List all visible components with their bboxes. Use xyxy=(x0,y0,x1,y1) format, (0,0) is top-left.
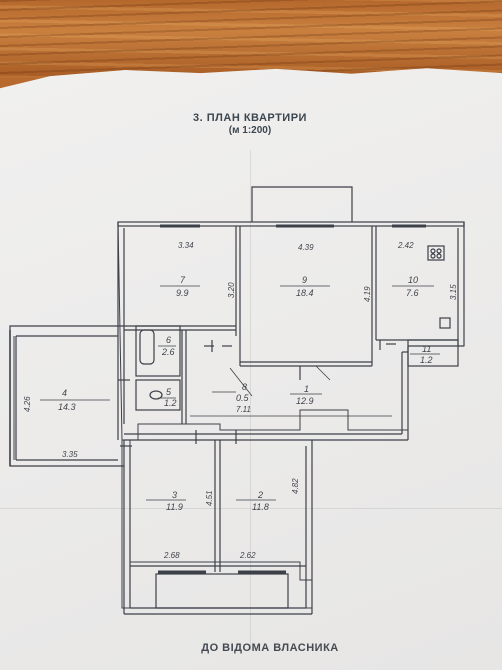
dim-room3-width: 2.68 xyxy=(163,551,180,560)
footer-note: ДО ВІДОМА ВЛАСНИКА xyxy=(201,642,339,654)
top-niche-outline xyxy=(251,186,353,222)
dim-room2-depth: 4.82 xyxy=(291,478,300,494)
dim-room7-depth: 3.20 xyxy=(227,282,236,298)
room-3-number: 3 xyxy=(172,490,177,500)
room-11-area: 1.2 xyxy=(420,355,433,365)
room-10-number: 10 xyxy=(408,275,418,285)
room-3-area: 11.9 xyxy=(166,502,183,512)
room-8-area: 0.5 xyxy=(236,393,250,403)
room-2-number: 2 xyxy=(257,490,263,500)
room-9-number: 9 xyxy=(302,275,307,285)
dim-room4-width: 3.35 xyxy=(62,450,78,459)
dim-room2-width: 2.62 xyxy=(239,551,256,560)
wooden-table-background xyxy=(0,0,502,78)
room-6-number: 6 xyxy=(166,335,171,345)
room-8-number: 8 xyxy=(242,382,247,392)
dim-corridor-length: 7.11 xyxy=(236,405,251,414)
room-1-number: 1 xyxy=(304,384,309,394)
room-10-area: 7.6 xyxy=(406,288,419,298)
dim-room9-width: 4.39 xyxy=(298,243,314,252)
dim-room4-depth: 4.26 xyxy=(23,396,32,412)
room-5-number: 5 xyxy=(166,387,172,397)
plan-title: 3. ПЛАН КВАРТИРИ xyxy=(193,112,307,124)
dim-room7-width: 3.34 xyxy=(178,241,194,250)
paper-fold-horizontal xyxy=(0,508,502,509)
room-5-area: 1.2 xyxy=(164,398,177,408)
room-4-area: 14.3 xyxy=(58,402,76,412)
room-11-number: 11 xyxy=(422,344,431,354)
plan-scale: (м 1:200) xyxy=(228,125,272,136)
dim-room9-depth: 4.19 xyxy=(363,286,372,302)
room-4-number: 4 xyxy=(62,388,67,398)
dim-room3-depth: 4.51 xyxy=(205,490,214,506)
bottom-balcony xyxy=(155,573,289,609)
room-6-area: 2.6 xyxy=(161,347,175,357)
dim-room10-depth: 3.15 xyxy=(449,284,458,300)
wc-5 xyxy=(135,379,181,411)
dim-room10-width: 2.42 xyxy=(397,241,414,250)
room-9-area: 18.4 xyxy=(296,288,314,298)
room-2-area: 11.8 xyxy=(252,502,269,512)
bathroom-6 xyxy=(135,325,181,377)
room-7-area: 9.9 xyxy=(176,288,189,298)
paper-fold-vertical xyxy=(250,150,251,650)
room-1-area: 12.9 xyxy=(296,396,314,406)
paper-sheet xyxy=(0,68,502,670)
room-7-number: 7 xyxy=(180,275,186,285)
